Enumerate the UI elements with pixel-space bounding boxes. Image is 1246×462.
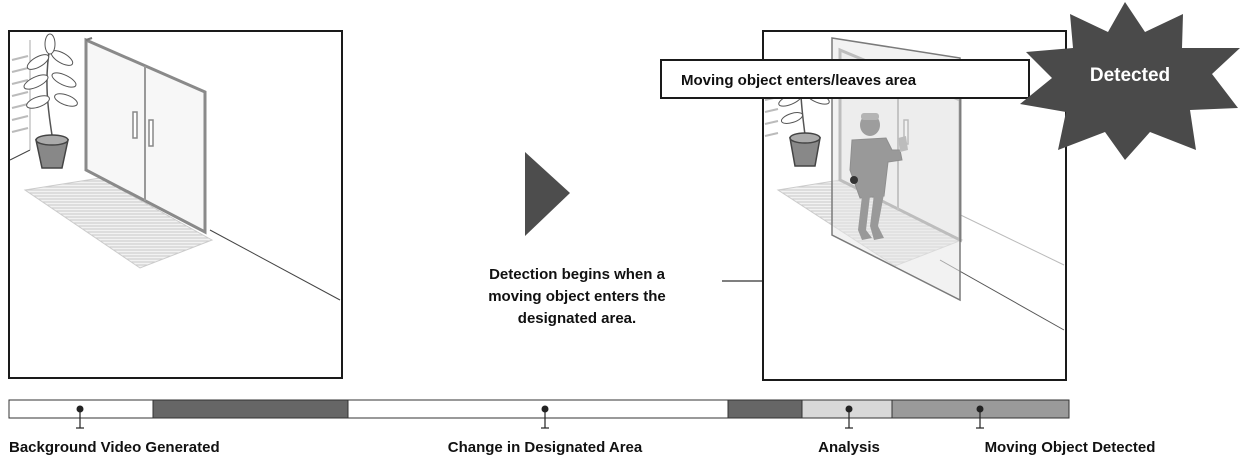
note-line-3: designated area. <box>518 310 636 327</box>
timeline-bar: Background Video Generated Change in Des… <box>8 399 1156 456</box>
starburst-icon <box>1020 2 1240 160</box>
badge-text: Detected <box>1090 65 1170 86</box>
potted-plant-icon <box>23 33 78 169</box>
label-change-in-area: Change in Designated Area <box>448 439 643 456</box>
timeline-marker-background <box>76 405 84 429</box>
label-moving-object-detected: Moving Object Detected <box>985 439 1156 456</box>
play-arrow-icon <box>525 152 570 236</box>
timeline-marker-analysis <box>845 405 853 429</box>
timeline-marker-change <box>541 405 549 429</box>
label-analysis: Analysis <box>818 439 880 456</box>
designated-area-pane <box>831 37 961 302</box>
window-slats <box>11 55 29 133</box>
label-background-video: Background Video Generated <box>9 439 220 456</box>
note-line-2: moving object enters the <box>488 288 666 305</box>
detection-note: Detection begins when a moving object en… <box>488 266 666 327</box>
note-line-1: Detection begins when a <box>489 266 666 283</box>
timeline-marker-detected <box>976 405 984 429</box>
background-scene-panel <box>8 30 343 379</box>
leader-dot <box>850 176 858 184</box>
door-mat-icon <box>23 177 214 269</box>
glass-door-icon <box>84 37 207 235</box>
callout-box: Moving object enters/leaves area <box>660 59 1030 99</box>
detected-badge: Detected <box>1020 2 1240 160</box>
callout-text: Moving object enters/leaves area <box>681 72 917 89</box>
